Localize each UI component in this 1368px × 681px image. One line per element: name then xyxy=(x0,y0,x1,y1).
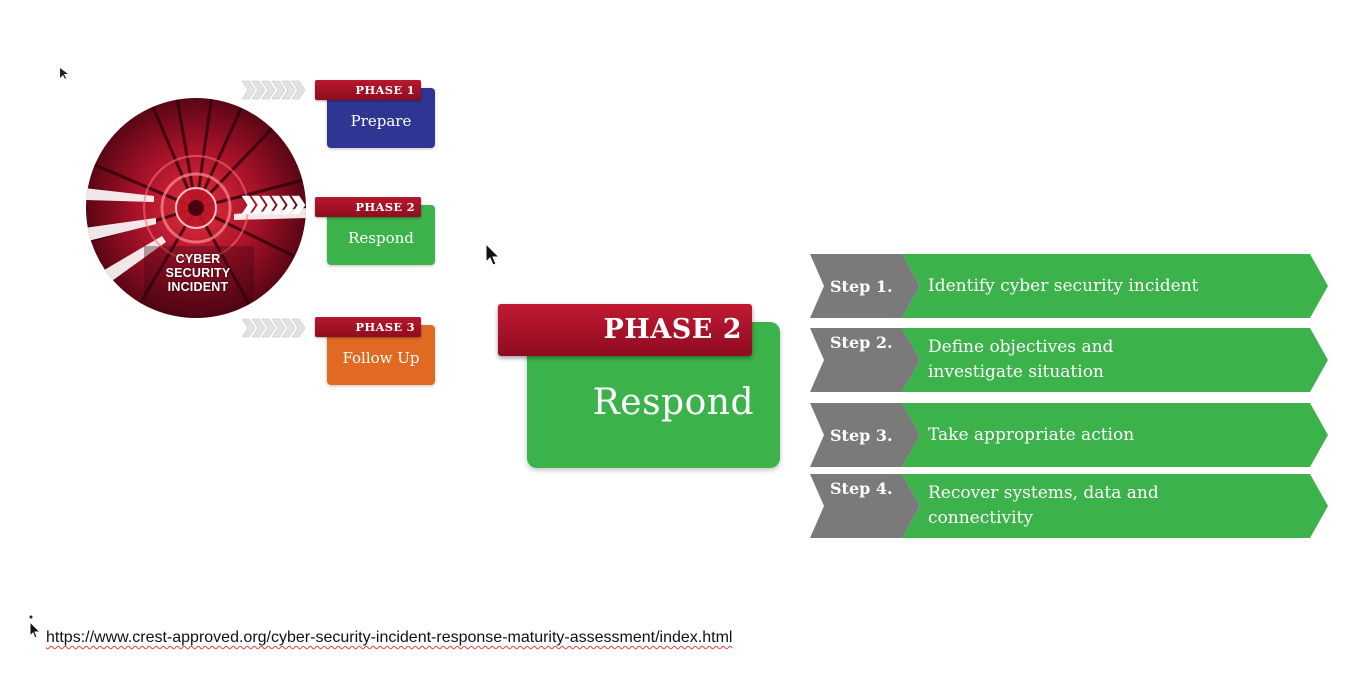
step-1: Step 1. Identify cyber security incident xyxy=(810,254,1330,318)
mouse-cursor-icon xyxy=(60,68,68,79)
mouse-cursor-icon xyxy=(29,615,42,638)
highlight-phase-name: Respond xyxy=(592,382,754,423)
phase-1-card: PHASE 1 Prepare xyxy=(315,80,437,150)
step-4: Step 4. Recover systems, data and connec… xyxy=(810,474,1330,538)
chevron-arrows-phase-2 xyxy=(242,195,306,215)
phase-1-tag: PHASE 1 xyxy=(315,80,421,100)
phase-2-tag: PHASE 2 xyxy=(315,197,421,217)
step-2-arrow-shape xyxy=(810,328,1328,392)
source-url-text: https://www.crest-approved.org/cyber-sec… xyxy=(46,629,733,646)
phase-3-tag: PHASE 3 xyxy=(315,317,421,337)
emblem-label-line: SECURITY xyxy=(165,266,231,280)
phase-3-card: PHASE 3 Follow Up xyxy=(315,317,437,387)
step-1-arrow-shape xyxy=(810,254,1328,318)
phase-2-card: PHASE 2 Respond xyxy=(315,197,437,267)
step-1-text: Identify cyber security incident xyxy=(928,275,1199,296)
chevron-arrows-phase-3 xyxy=(242,318,306,338)
step-2-text: Define objectives and investigate situat… xyxy=(928,337,1114,382)
chevron-arrows-phase-1 xyxy=(242,80,306,100)
step-3-text: Take appropriate action xyxy=(928,424,1135,445)
step-1-label: Step 1. xyxy=(830,276,893,296)
step-4-arrow-shape xyxy=(810,474,1328,538)
step-4-label: Step 4. xyxy=(830,479,893,498)
emblem-label: CYBER SECURITY INCIDENT xyxy=(150,252,246,294)
step-4-text: Recover systems, data and connectivity xyxy=(928,483,1159,528)
step-3-arrow-shape xyxy=(810,403,1328,467)
cyber-security-incident-emblem xyxy=(86,98,306,318)
emblem-label-line: CYBER xyxy=(175,252,221,266)
step-3: Step 3. Take appropriate action xyxy=(810,403,1330,467)
step-3-label: Step 3. xyxy=(830,425,893,445)
emblem-label-line: INCIDENT xyxy=(167,280,229,294)
mouse-cursor-icon xyxy=(486,244,500,266)
highlight-phase-tag: PHASE 2 xyxy=(498,304,752,356)
step-2-label: Step 2. xyxy=(830,333,893,352)
step-2: Step 2. Define objectives and investigat… xyxy=(810,328,1330,392)
